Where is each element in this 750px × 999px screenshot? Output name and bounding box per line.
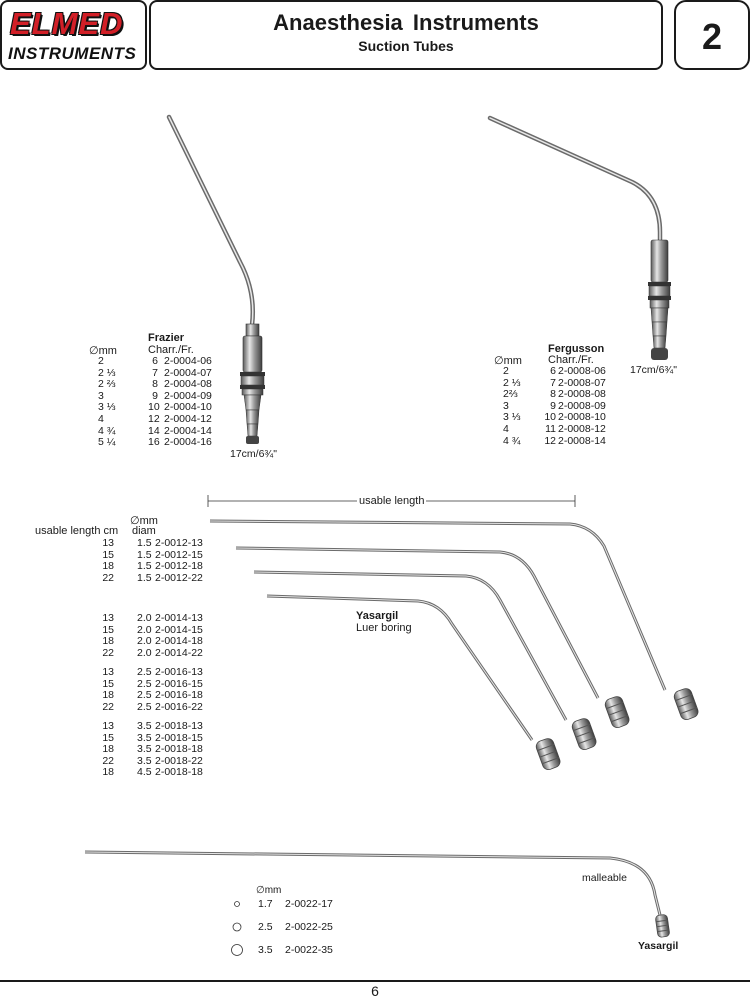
yasargil-col-length: usable length cm [35,525,119,537]
yasargil-luer-subname: Luer boring [356,622,412,634]
yasargil-luer-name: Yasargil [356,610,399,622]
frazier-name: Frazier [148,332,185,344]
page-title: Anaesthesia Instruments [273,10,539,35]
fergusson-col-charr: Charr./Fr. [548,354,594,366]
frazier-col-diam: ∅mm [89,345,117,357]
yasargil-tube-13 [266,594,561,770]
usable-length-label: usable length [357,495,427,507]
page-number: 6 [371,983,379,999]
diameter-circle-small [234,901,240,907]
logo-wordmark-instruments: INSTRUMENTS [8,44,137,63]
yasargil-col-diam-symbol: ∅mm [130,515,158,527]
diameter-circle-large [231,944,243,956]
malleable-label: malleable [582,872,627,884]
section-number: 2 [701,16,723,57]
logo-wordmark-elmed: ELMED [10,6,124,41]
fergusson-name: Fergusson [548,343,605,355]
frazier-instrument-image [166,114,265,444]
yasargil-tube-18 [235,546,630,728]
fergusson-instrument-image [487,115,671,360]
page-subtitle: Suction Tubes [358,38,454,54]
diameter-circle-medium [232,922,242,932]
frazier-col-charr: Charr./Fr. [148,344,194,356]
fergusson-length: 17cm/6¾" [630,364,677,376]
malleable-col-diam: ∅mm [256,885,282,896]
section-number-box: 2 [674,0,750,70]
yasargil-tube-22 [209,519,699,720]
page-header: Anaesthesia Instruments Suction Tubes [149,0,663,70]
footer-divider [0,980,750,982]
fergusson-col-diam: ∅mm [494,355,522,367]
yasargil-tube-15 [253,570,597,750]
yasargil-malleable-name: Yasargil [638,940,679,952]
brand-logo: ELMED INSTRUMENTS [0,0,147,70]
yasargil-malleable-tube [84,850,670,938]
frazier-length: 17cm/6¾" [230,448,277,460]
yasargil-col-diam: diam [132,525,156,537]
